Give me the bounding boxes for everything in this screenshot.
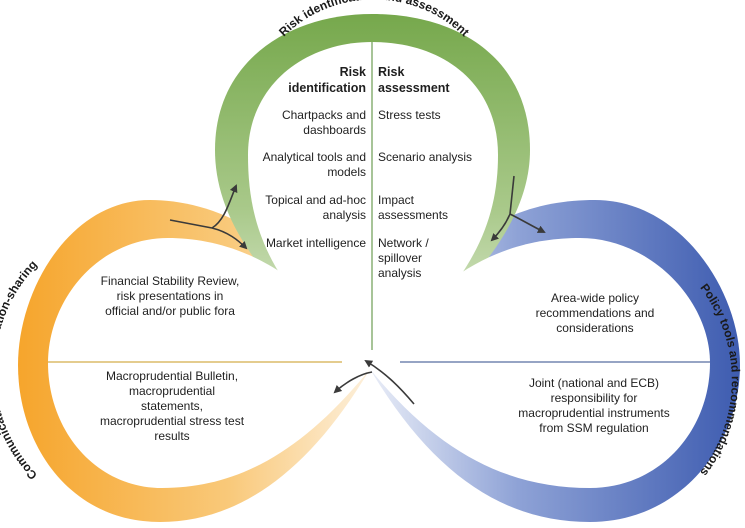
risk-id-item: Topical and ad-hoc analysis (265, 193, 366, 222)
communication-upper-text: Financial Stability Review, risk present… (100, 274, 240, 318)
right-loop-inner (370, 238, 710, 488)
arrow-left-to-top (169, 184, 248, 250)
top-loop-inner (248, 42, 498, 369)
risk-assessment-item: Stress tests (378, 108, 441, 122)
risk-assessment-item: Network / spillover analysis (378, 236, 429, 280)
risk-identification-header: Risk identification (288, 65, 366, 95)
risk-assessment-header: Risk assessment (378, 65, 450, 95)
arrow-top-to-right (490, 175, 546, 242)
policy-upper-text: Area-wide policy recommendations and con… (535, 291, 655, 335)
risk-assessment-item: Scenario analysis (378, 150, 473, 164)
risk-assessment-item: Impact assessments (378, 193, 449, 222)
communication-lower-text: Macroprudential Bulletin, macroprudentia… (99, 369, 245, 443)
risk-id-item: Analytical tools and models (262, 150, 366, 179)
left-loop-inner (48, 238, 370, 488)
arrow-right-to-left (333, 359, 415, 405)
risk-id-item: Market intelligence (265, 236, 366, 250)
policy-lower-text: Joint (national and ECB) responsibility … (518, 376, 670, 435)
risk-id-item: Chartpacks and dashboards (281, 108, 366, 137)
